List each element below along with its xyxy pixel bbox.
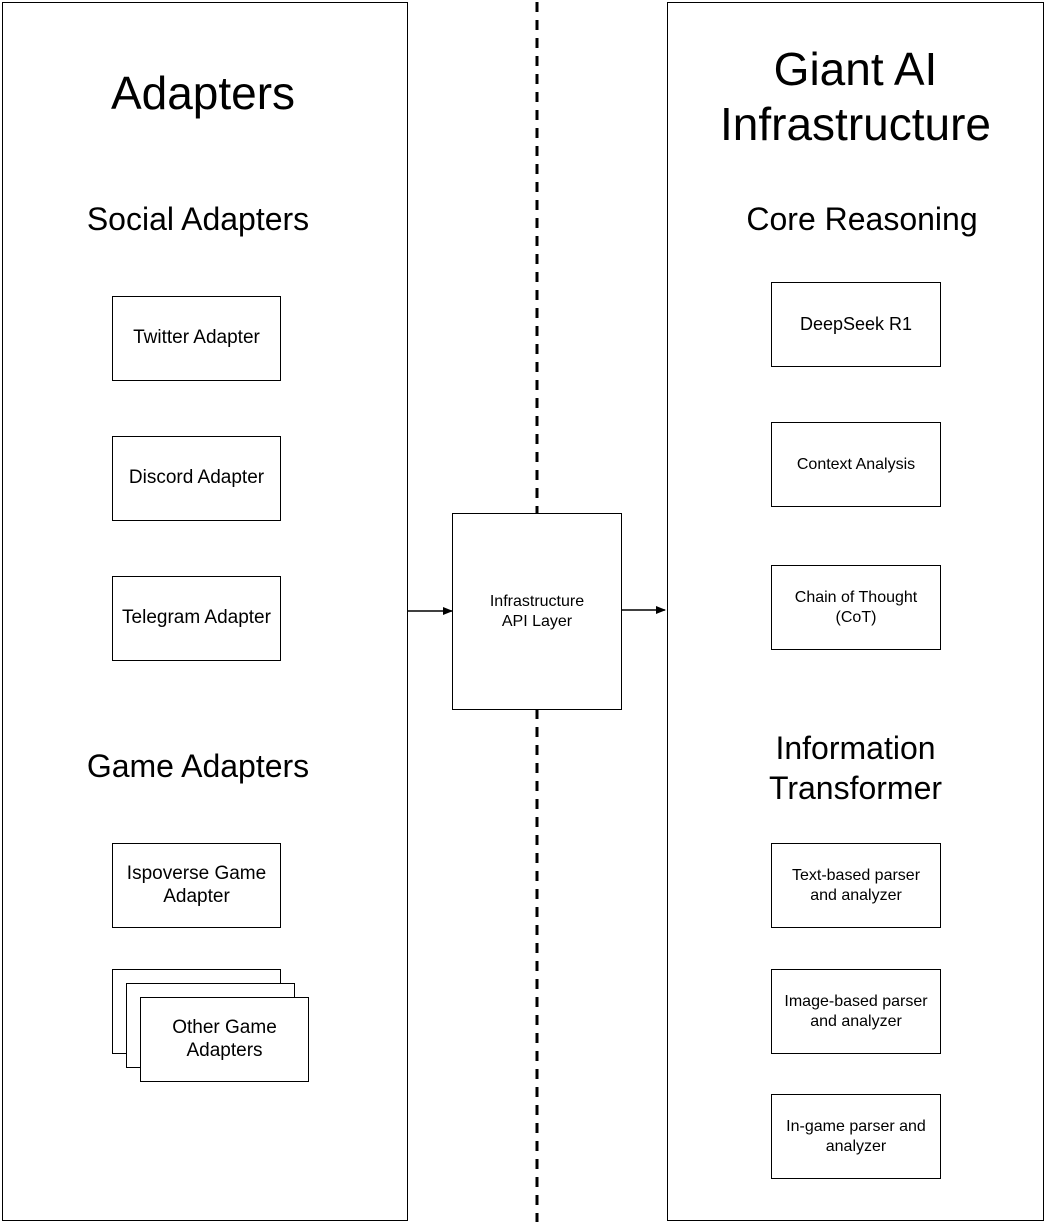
twitter-adapter-label: Twitter Adapter bbox=[133, 327, 260, 349]
deepseek-r1-label: DeepSeek R1 bbox=[799, 313, 913, 334]
ispoverse-game-adapter-node[interactable]: Ispoverse Game Adapter bbox=[112, 843, 281, 928]
giant-ai-infrastructure-title: Giant AI Infrastructure bbox=[720, 43, 991, 151]
context-analysis-label: Context Analysis bbox=[796, 455, 916, 473]
game-adapters-heading: Game Adapters bbox=[86, 748, 310, 784]
discord-adapter-node[interactable]: Discord Adapter bbox=[112, 436, 281, 521]
text-parser-label: Text-based parser and analyzer bbox=[791, 867, 921, 904]
deepseek-r1-node[interactable]: DeepSeek R1 bbox=[771, 282, 941, 367]
image-parser-node[interactable]: Image-based parser and analyzer bbox=[771, 969, 941, 1054]
discord-adapter-label: Discord Adapter bbox=[128, 467, 265, 489]
text-parser-node[interactable]: Text-based parser and analyzer bbox=[771, 843, 941, 928]
social-adapters-heading: Social Adapters bbox=[86, 201, 310, 237]
chain-of-thought-node[interactable]: Chain of Thought (CoT) bbox=[771, 565, 941, 650]
telegram-adapter-node[interactable]: Telegram Adapter bbox=[112, 576, 281, 661]
in-game-parser-label: In-game parser and analyzer bbox=[786, 1118, 926, 1155]
other-game-adapters-node[interactable]: Other Game Adapters bbox=[140, 997, 309, 1082]
twitter-adapter-node[interactable]: Twitter Adapter bbox=[112, 296, 281, 381]
information-transformer-heading: Information Transformer bbox=[768, 730, 943, 806]
chain-of-thought-label: Chain of Thought (CoT) bbox=[794, 589, 918, 626]
other-game-adapters-label: Other Game Adapters bbox=[172, 1016, 277, 1061]
image-parser-label: Image-based parser and analyzer bbox=[784, 993, 928, 1030]
in-game-parser-node[interactable]: In-game parser and analyzer bbox=[771, 1094, 941, 1179]
core-reasoning-heading: Core Reasoning bbox=[746, 201, 978, 237]
telegram-adapter-label: Telegram Adapter bbox=[122, 607, 271, 629]
infrastructure-api-layer-node[interactable]: Infrastructure API Layer bbox=[452, 513, 622, 710]
ispoverse-game-adapter-label: Ispoverse Game Adapter bbox=[126, 862, 267, 907]
adapters-title: Adapters bbox=[110, 67, 296, 119]
context-analysis-node[interactable]: Context Analysis bbox=[771, 422, 941, 507]
infrastructure-api-layer-label: Infrastructure API Layer bbox=[489, 593, 585, 630]
